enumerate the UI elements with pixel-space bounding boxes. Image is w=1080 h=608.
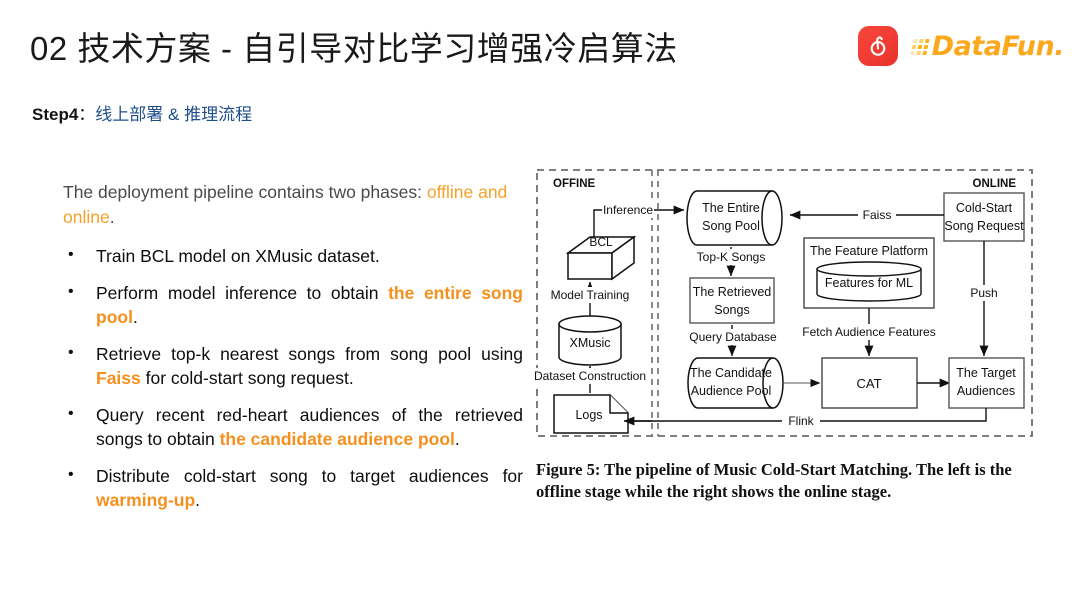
diagram-outer-frame <box>536 169 1033 437</box>
bullet-segment: Train BCL model on XMusic dataset. <box>96 246 380 266</box>
node-candidate-pool-line1: The Candidate <box>690 366 772 380</box>
node-cat: CAT <box>821 357 918 409</box>
bullet-segment: the entire song pool <box>96 283 523 327</box>
bullet-segment: Faiss <box>96 368 141 388</box>
node-logs: Logs <box>553 394 629 434</box>
bullet-item: Train BCL model on XMusic dataset. <box>63 243 523 268</box>
datafun-dots-icon <box>909 39 930 55</box>
step-separator: ： <box>78 105 96 124</box>
node-xmusic-label: XMusic <box>570 336 611 350</box>
bullet-segment: Retrieve top-k nearest songs from song p… <box>96 344 523 364</box>
page-title: 02 技术方案 - 自引导对比学习增强冷启算法 <box>30 30 678 67</box>
online-section-label: ONLINE <box>973 178 1017 190</box>
bullet-segment: . <box>132 307 138 327</box>
intro-pre-text: The deployment pipeline contains two pha… <box>63 182 427 202</box>
node-bcl: BCL <box>565 235 637 281</box>
left-content-column: The deployment pipeline contains two pha… <box>63 180 523 525</box>
edge-flink-label-bg <box>782 413 820 429</box>
node-target-audiences-line1: The Target <box>956 366 1016 380</box>
edge-dataset-construction-label: Dataset Construction <box>534 369 646 383</box>
node-bcl-label: BCL <box>589 235 613 249</box>
bullet-segment: the candidate audience pool <box>219 429 455 449</box>
edge-push-label-bg <box>964 285 1004 301</box>
edge-faiss-label: Faiss <box>863 208 892 222</box>
bullet-segment: Distribute cold-start song to target aud… <box>96 466 523 486</box>
edge-topk-songs-label-bg <box>690 249 774 265</box>
node-retrieved-songs-line1: The Retrieved <box>693 285 772 299</box>
edge-model-training-label-bg <box>546 287 638 303</box>
bullet-item: Query recent red-heart audiences of the … <box>63 402 523 451</box>
node-candidate-audience-pool: The Candidate Audience Pool <box>687 357 784 409</box>
node-feature-platform-label: The Feature Platform <box>810 244 928 258</box>
node-candidate-pool-line2: Audience Pool <box>691 384 772 398</box>
bullet-segment: warming-up <box>96 490 196 510</box>
node-target-audiences: The Target Audiences <box>948 357 1025 409</box>
edge-query-database-label: Query Database <box>689 330 777 344</box>
node-entire-song-pool: The Entire Song Pool <box>686 190 783 246</box>
node-cold-start-line1: Cold-Start <box>956 201 1013 215</box>
edge-flink-label: Flink <box>788 414 814 428</box>
offline-section-label: OFFINE <box>553 178 595 190</box>
node-retrieved-songs-line2: Songs <box>714 303 749 317</box>
bullet-segment: for cold-start song request. <box>140 368 354 388</box>
music-note-icon <box>858 26 898 66</box>
intro-paragraph: The deployment pipeline contains two pha… <box>63 180 523 230</box>
node-features-for-ml-label: Features for ML <box>825 276 913 290</box>
datafun-wordmark: DataFun. <box>931 30 1065 62</box>
node-logs-label: Logs <box>575 408 602 422</box>
edge-inference-label: Inference <box>603 203 653 217</box>
intro-post-text: . <box>109 207 115 227</box>
edge-dataset-construction-label-bg <box>533 368 650 384</box>
node-retrieved-songs: The Retrieved Songs <box>689 277 775 324</box>
bullet-item: Retrieve top-k nearest songs from song p… <box>63 341 523 390</box>
bullet-segment: Perform model inference to obtain <box>96 283 389 303</box>
figure-caption: Figure 5: The pipeline of Music Cold-Sta… <box>536 460 1012 501</box>
logo-area: DataFun. <box>857 26 1065 66</box>
bullet-item: Distribute cold-start song to target aud… <box>63 463 523 512</box>
datafun-logo: DataFun. <box>909 30 1065 62</box>
edge-topk-songs-label: Top-K Songs <box>697 250 766 264</box>
bullet-item: Perform model inference to obtain the en… <box>63 280 523 329</box>
bullet-segment: . <box>195 490 201 510</box>
edge-flink-line <box>632 408 987 422</box>
step-label: Step4 <box>32 105 79 124</box>
node-cat-label: CAT <box>856 376 881 391</box>
node-target-audiences-line2: Audiences <box>957 384 1015 398</box>
node-cold-start-song-request: Cold-Start Song Request <box>943 192 1025 242</box>
edge-push-label: Push <box>970 286 997 300</box>
edge-model-training-label: Model Training <box>551 288 630 302</box>
step-description: 线上部署 & 推理流程 <box>95 105 253 124</box>
pipeline-diagram: OFFINE ONLINE BCL Inference Model Traini… <box>533 169 1033 437</box>
bullet-segment: . <box>454 429 460 449</box>
edge-fetch-audience-features-label: Fetch Audience Features <box>802 325 935 339</box>
step-heading: Step4：线上部署 & 推理流程 <box>32 100 252 125</box>
node-features-for-ml: Features for ML <box>816 261 922 302</box>
node-xmusic: XMusic <box>558 315 622 366</box>
node-entire-song-pool-line1: The Entire <box>702 201 760 215</box>
node-cold-start-line2: Song Request <box>944 219 1024 233</box>
figure-container: OFFINE ONLINE BCL Inference Model Traini… <box>532 165 1042 515</box>
node-entire-song-pool-line2: Song Pool <box>702 219 760 233</box>
edge-query-database-label-bg <box>684 329 782 345</box>
edge-faiss-label-bg <box>858 207 896 223</box>
edge-inference-label-bg <box>602 202 654 218</box>
intro-highlight-text: offline and online <box>63 182 508 227</box>
bullet-list: Train BCL model on XMusic dataset. Perfor… <box>63 243 523 512</box>
node-feature-platform: The Feature Platform Features for ML <box>803 237 935 309</box>
edge-fetch-features-label-bg <box>796 324 942 340</box>
bullet-segment: Query recent red-heart audiences of the … <box>96 405 523 449</box>
netease-cloud-music-logo <box>857 26 898 66</box>
